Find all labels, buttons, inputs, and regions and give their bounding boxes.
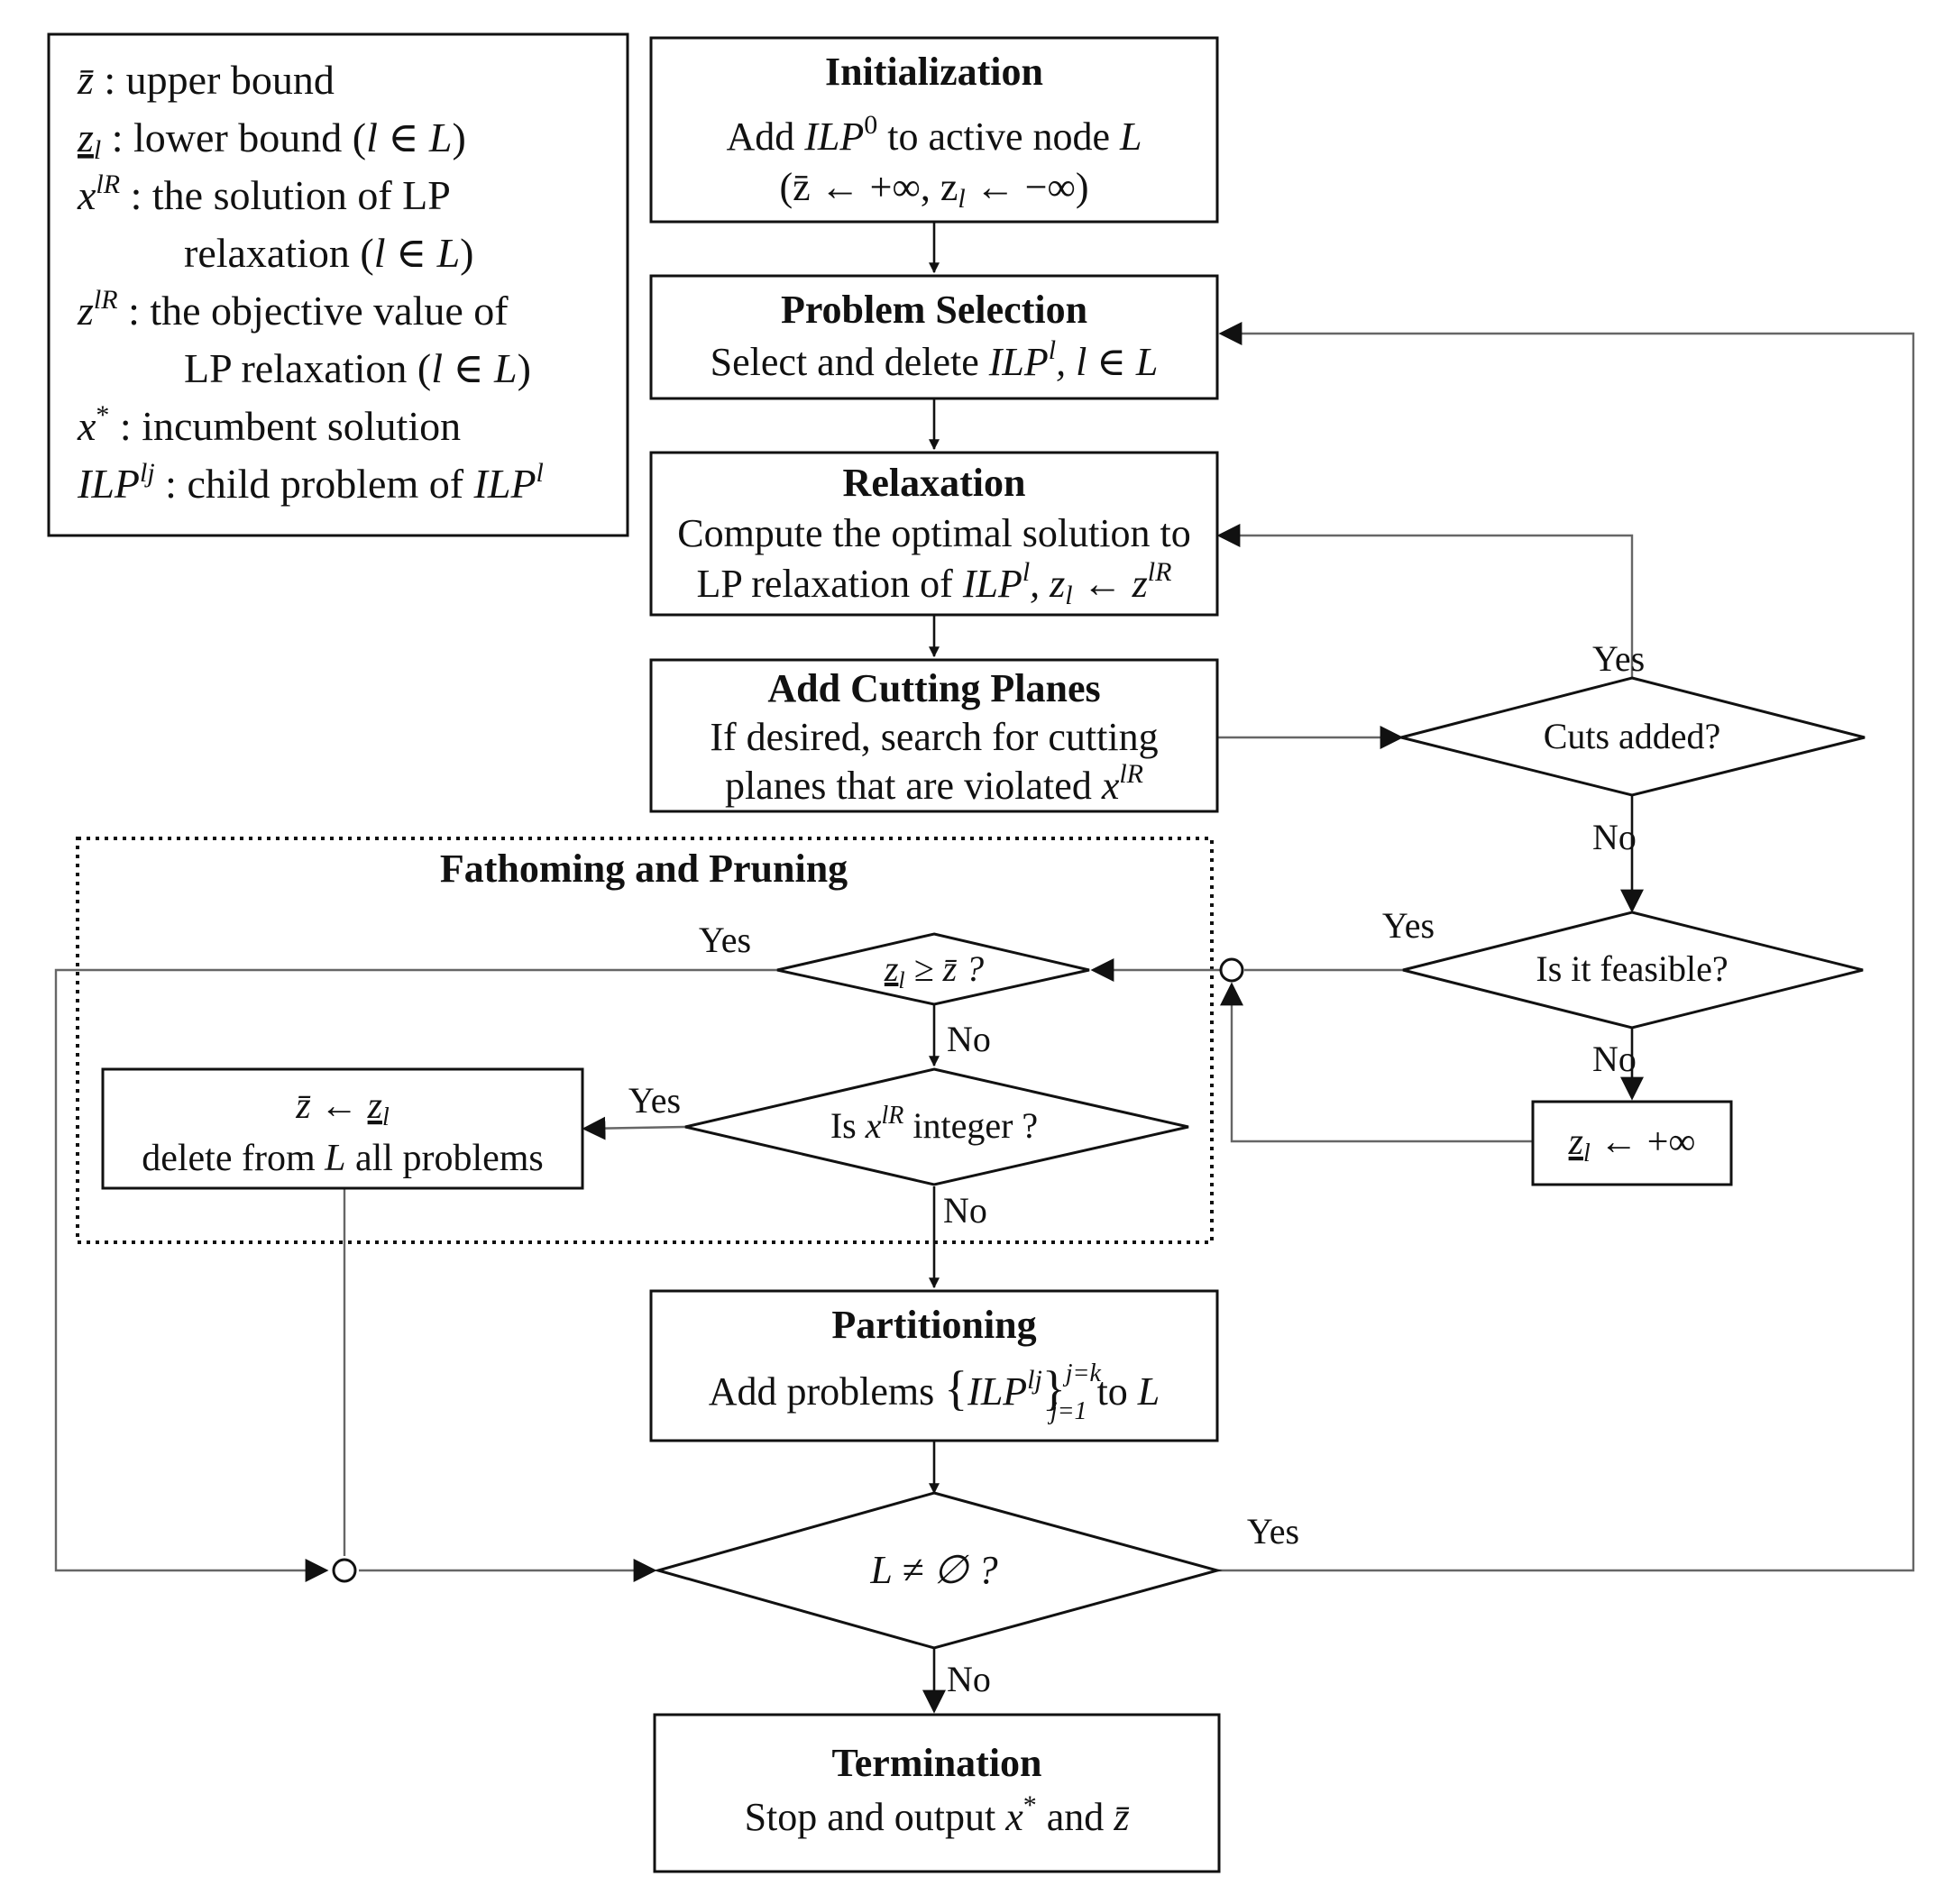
node-termination: Termination Stop and output x* and z̄ [653, 1713, 1221, 1873]
node-update-incumbent: z̄ ← zl delete from L all problems [101, 1067, 584, 1190]
infeasible-bound-label: zl ← +∞ [1568, 1121, 1696, 1167]
legend-lp-solution-cont: relaxation (l ∈ L) [184, 230, 473, 276]
legend-incumbent: x* : incumbent solution [77, 400, 461, 449]
legend: z̄ : upper bound zl : lower bound (l ∈ L… [47, 32, 629, 537]
label-feasible-yes: Yes [1382, 905, 1435, 946]
termination-line1: Stop and output x* and z̄ [745, 1790, 1130, 1839]
edge-infeasible-to-junction [1220, 982, 1533, 1143]
cutting-planes-title: Add Cutting Planes [767, 666, 1100, 710]
initialization-line1: Add ILP0 to active node L [726, 110, 1142, 159]
edge-integer-yes [582, 1116, 686, 1140]
cuts-added-label: Cuts added? [1544, 716, 1721, 756]
fathoming-group-frame [76, 837, 1214, 1244]
integer-check-label: Is xlR integer ? [830, 1102, 1038, 1146]
initialization-line2: (z̄ ← +∞, zl ← −∞) [779, 165, 1088, 214]
cutting-planes-line2: planes that are violated xlR [725, 759, 1143, 808]
cutting-planes-line1: If desired, search for cutting [710, 715, 1158, 759]
label-nonempty-yes: Yes [1247, 1511, 1299, 1552]
node-integer-check: Is xlR integer ? [684, 1067, 1189, 1186]
node-relaxation: Relaxation Compute the optimal solution … [649, 451, 1219, 617]
edge-cutsadded-yes [1216, 524, 1634, 678]
label-cuts-no: No [1592, 817, 1637, 857]
legend-child: ILPlj : child problem of ILPl [77, 458, 544, 507]
is-feasible-label: Is it feasible? [1536, 948, 1728, 989]
partitioning-title: Partitioning [831, 1303, 1036, 1347]
initialization-title: Initialization [825, 50, 1043, 94]
relaxation-title: Relaxation [843, 461, 1026, 505]
junction-bottom [332, 1558, 357, 1583]
node-cutting-planes: Add Cutting Planes If desired, search fo… [649, 658, 1219, 813]
nonempty-check-label: L ≠ ∅ ? [869, 1548, 997, 1592]
label-bound-no: No [947, 1019, 991, 1059]
label-nonempty-no: No [947, 1659, 991, 1699]
edge-nonempty-yes [1217, 322, 1915, 1572]
legend-lp-solution: xlR : the solution of LP [77, 169, 451, 218]
problem-selection-title: Problem Selection [781, 288, 1087, 332]
node-infeasible-bound: zl ← +∞ [1531, 1100, 1733, 1186]
legend-lp-objective-cont: LP relaxation (l ∈ L) [184, 345, 531, 391]
legend-lower-bound: zl : lower bound (l ∈ L) [77, 114, 466, 165]
junction-feasible [1219, 957, 1244, 983]
label-feasible-no: No [1592, 1039, 1637, 1079]
bound-check-label: zl ≥ z̄ ? [884, 948, 984, 993]
label-cuts-yes: Yes [1592, 638, 1645, 679]
legend-box [47, 32, 629, 537]
edge-labels: Yes No Yes No Yes No Yes No Yes No [628, 638, 1645, 1699]
edge-bound-yes [54, 968, 777, 1582]
connectors [54, 222, 1915, 1714]
update-incumbent-line2: delete from L all problems [142, 1138, 544, 1179]
node-is-feasible: Is it feasible? [1402, 911, 1864, 1030]
node-nonempty-check: L ≠ ∅ ? [653, 1491, 1223, 1650]
problem-selection-line1: Select and delete ILPl, l ∈ L [711, 335, 1159, 384]
termination-title: Termination [831, 1741, 1041, 1785]
relaxation-line1: Compute the optimal solution to [677, 511, 1191, 555]
label-integer-yes: Yes [628, 1080, 681, 1121]
legend-upper-bound: z̄ : upper bound [77, 57, 335, 103]
relaxation-line2: LP relaxation of ILPl, zl ← zlR [697, 557, 1172, 610]
node-initialization: Initialization Add ILP0 to active node L… [649, 36, 1219, 224]
node-cuts-added: Cuts added? [1400, 676, 1866, 797]
label-integer-no: No [943, 1190, 987, 1231]
node-bound-check: zl ≥ z̄ ? [776, 932, 1090, 1006]
fathoming-group-title: Fathoming and Pruning [440, 847, 848, 891]
legend-lp-objective: zlR : the objective value of [77, 285, 509, 334]
node-problem-selection: Problem Selection Select and delete ILPl… [649, 274, 1219, 400]
update-incumbent-line1: z̄ ← zl [295, 1085, 390, 1131]
label-bound-yes: Yes [699, 920, 751, 960]
